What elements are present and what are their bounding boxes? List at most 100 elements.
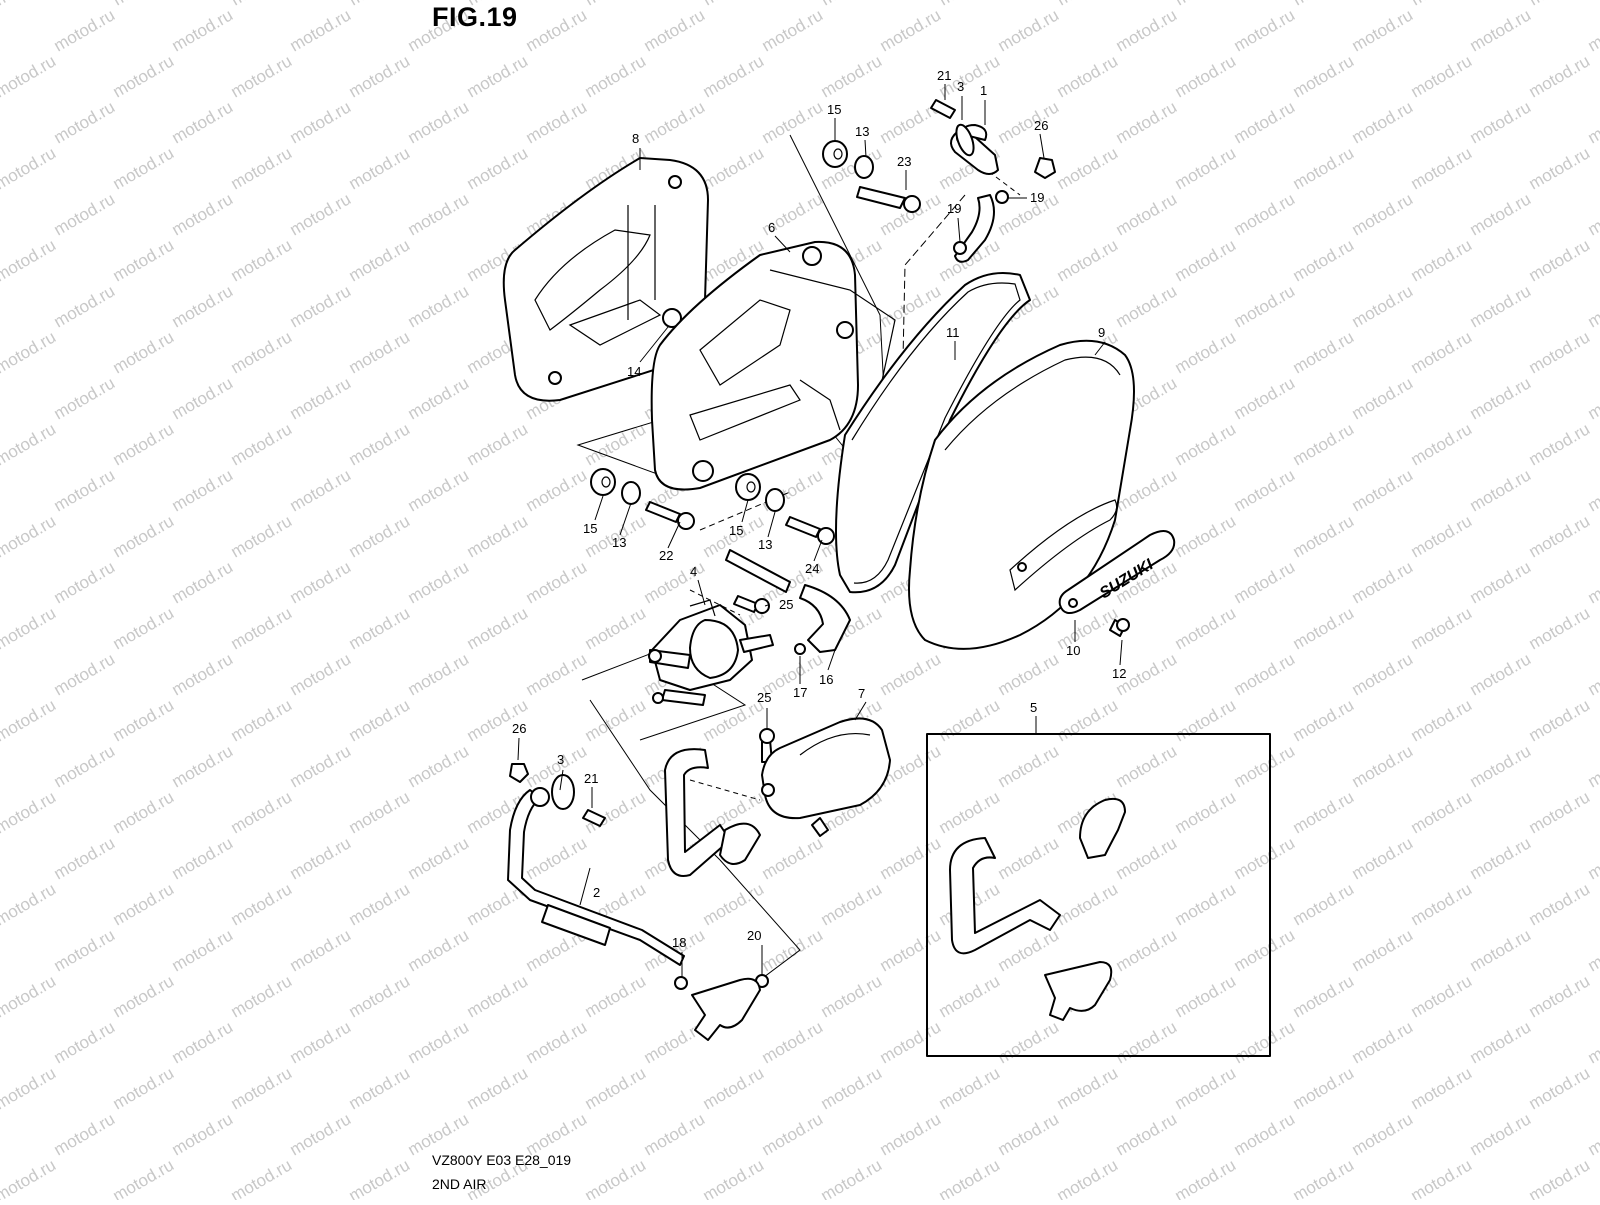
watermark-text: motod.ru bbox=[523, 649, 591, 699]
watermark-text: motod.ru bbox=[1526, 0, 1594, 9]
watermark-text: motod.ru bbox=[169, 741, 237, 791]
watermark-text: motod.ru bbox=[1290, 327, 1358, 377]
watermark-text: motod.ru bbox=[1172, 235, 1240, 285]
watermark-text: motod.ru bbox=[877, 925, 945, 975]
watermark-text: motod.ru bbox=[1526, 419, 1594, 469]
callout-3b: 3 bbox=[557, 752, 564, 767]
watermark-text: motod.ru bbox=[0, 419, 59, 469]
watermark-text: motod.ru bbox=[228, 787, 296, 837]
watermark-text: motod.ru bbox=[1585, 465, 1600, 515]
figure-title: FIG.19 bbox=[432, 2, 518, 33]
watermark-text: motod.ru bbox=[464, 511, 532, 561]
watermark-text: motod.ru bbox=[1526, 1155, 1594, 1200]
watermark-text: motod.ru bbox=[1172, 787, 1240, 837]
watermark-text: motod.ru bbox=[1408, 1063, 1476, 1113]
watermark-text: motod.ru bbox=[169, 925, 237, 975]
watermark-text: motod.ru bbox=[405, 281, 473, 331]
watermark-text: motod.ru bbox=[346, 971, 414, 1021]
watermark-text: motod.ru bbox=[0, 971, 59, 1021]
watermark-text: motod.ru bbox=[1290, 695, 1358, 745]
watermark-text: motod.ru bbox=[818, 1063, 886, 1113]
callout-24: 24 bbox=[805, 561, 819, 576]
watermark-text: motod.ru bbox=[877, 833, 945, 883]
watermark-text: motod.ru bbox=[936, 787, 1004, 837]
watermark-text: motod.ru bbox=[818, 51, 886, 101]
watermark-text: motod.ru bbox=[1408, 1155, 1476, 1200]
watermark-text: motod.ru bbox=[1585, 281, 1600, 331]
watermark-text: motod.ru bbox=[169, 649, 237, 699]
watermark-text: motod.ru bbox=[1231, 5, 1299, 55]
watermark-text: motod.ru bbox=[1172, 511, 1240, 561]
callout-19a: 19 bbox=[947, 201, 961, 216]
watermark-text: motod.ru bbox=[1526, 235, 1594, 285]
watermark-text: motod.ru bbox=[51, 5, 119, 55]
watermark-text: motod.ru bbox=[464, 603, 532, 653]
watermark-text: motod.ru bbox=[228, 1063, 296, 1113]
callout-10: 10 bbox=[1066, 643, 1080, 658]
watermark-text: motod.ru bbox=[287, 1017, 355, 1067]
watermark-text: motod.ru bbox=[1349, 925, 1417, 975]
watermark-text: motod.ru bbox=[346, 419, 414, 469]
watermark-text: motod.ru bbox=[759, 1109, 827, 1159]
watermark-text: motod.ru bbox=[700, 1063, 768, 1113]
watermark-text: motod.ru bbox=[1113, 189, 1181, 239]
watermark-text: motod.ru bbox=[287, 373, 355, 423]
watermark-text: motod.ru bbox=[405, 373, 473, 423]
watermark-text: motod.ru bbox=[169, 1017, 237, 1067]
watermark-text: motod.ru bbox=[51, 1017, 119, 1067]
watermark-text: motod.ru bbox=[346, 1063, 414, 1113]
watermark-text: motod.ru bbox=[936, 1155, 1004, 1200]
watermark-text: motod.ru bbox=[1585, 97, 1600, 147]
callout-25a: 25 bbox=[779, 597, 793, 612]
watermark-text: motod.ru bbox=[287, 649, 355, 699]
watermark-text: motod.ru bbox=[287, 465, 355, 515]
watermark-text: motod.ru bbox=[346, 511, 414, 561]
watermark-text: motod.ru bbox=[1585, 1017, 1600, 1067]
watermark-text: motod.ru bbox=[759, 925, 827, 975]
watermark-text: motod.ru bbox=[287, 281, 355, 331]
watermark-text: motod.ru bbox=[582, 51, 650, 101]
watermark-text: motod.ru bbox=[464, 143, 532, 193]
watermark-text: motod.ru bbox=[346, 327, 414, 377]
watermark-text: motod.ru bbox=[1113, 281, 1181, 331]
watermark-text: motod.ru bbox=[1408, 787, 1476, 837]
watermark-text: motod.ru bbox=[228, 51, 296, 101]
watermark-text: motod.ru bbox=[1408, 0, 1476, 9]
watermark-text: motod.ru bbox=[110, 143, 178, 193]
watermark-text: motod.ru bbox=[228, 511, 296, 561]
watermark-text: motod.ru bbox=[346, 787, 414, 837]
watermark-text: motod.ru bbox=[1231, 649, 1299, 699]
watermark-text: motod.ru bbox=[995, 649, 1063, 699]
watermark-text: motod.ru bbox=[877, 649, 945, 699]
callout-21b: 21 bbox=[584, 771, 598, 786]
watermark-text: motod.ru bbox=[523, 465, 591, 515]
watermark-text: motod.ru bbox=[1585, 5, 1600, 55]
watermark-text: motod.ru bbox=[405, 465, 473, 515]
callout-12: 12 bbox=[1112, 666, 1126, 681]
watermark-text: motod.ru bbox=[1467, 741, 1535, 791]
watermark-text: motod.ru bbox=[346, 143, 414, 193]
watermark-text: motod.ru bbox=[405, 1017, 473, 1067]
watermark-text: motod.ru bbox=[1290, 603, 1358, 653]
watermark-text: motod.ru bbox=[51, 373, 119, 423]
watermark-text: motod.ru bbox=[759, 1017, 827, 1067]
callout-2: 2 bbox=[593, 885, 600, 900]
model-code: VZ800Y E03 E28_019 bbox=[432, 1152, 571, 1168]
watermark-text: motod.ru bbox=[1408, 143, 1476, 193]
watermark-text: motod.ru bbox=[818, 1155, 886, 1200]
watermark-text: motod.ru bbox=[228, 603, 296, 653]
watermark-text: motod.ru bbox=[0, 695, 59, 745]
watermark-text: motod.ru bbox=[110, 971, 178, 1021]
watermark-text: motod.ru bbox=[0, 879, 59, 929]
watermark-text: motod.ru bbox=[1172, 879, 1240, 929]
watermark-text: motod.ru bbox=[1349, 465, 1417, 515]
watermark-text: motod.ru bbox=[110, 603, 178, 653]
callout-3: 3 bbox=[957, 79, 964, 94]
watermark-text: motod.ru bbox=[405, 557, 473, 607]
watermark-text: motod.ru bbox=[1113, 925, 1181, 975]
watermark-text: motod.ru bbox=[1467, 373, 1535, 423]
callout-25b: 25 bbox=[757, 690, 771, 705]
watermark-text: motod.ru bbox=[1172, 1155, 1240, 1200]
watermark-text: motod.ru bbox=[1408, 971, 1476, 1021]
